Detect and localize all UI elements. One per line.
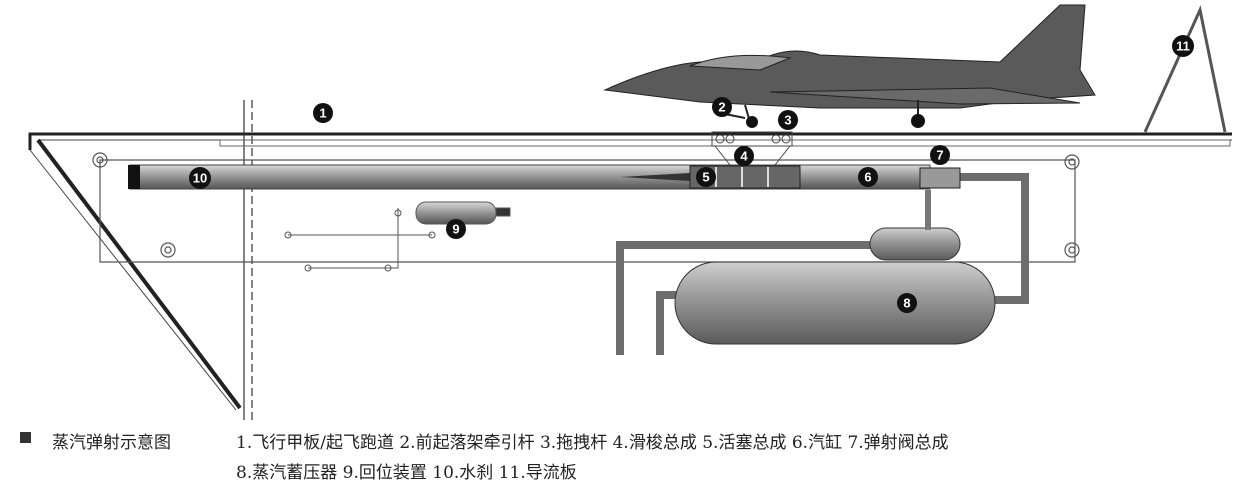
callout-9: 9 <box>446 219 466 239</box>
svg-text:3: 3 <box>784 113 791 128</box>
callout-11: 11 <box>1172 35 1194 57</box>
svg-text:6: 6 <box>864 170 871 185</box>
caption-legend-line2: 8.蒸汽蓄压器 9.回位装置 10.水刹 11.导流板 <box>236 463 577 483</box>
svg-text:1: 1 <box>319 106 326 121</box>
launch-valve <box>919 167 961 189</box>
svg-text:10: 10 <box>193 171 207 186</box>
svg-text:4: 4 <box>740 149 748 164</box>
callout-10: 10 <box>189 167 211 189</box>
callout-4: 4 <box>734 146 754 166</box>
svg-text:8: 8 <box>903 296 910 311</box>
svg-text:7: 7 <box>936 148 943 163</box>
steam-cylinder <box>129 164 931 190</box>
svg-text:11: 11 <box>1176 39 1190 54</box>
caption-legend-line1: 1.飞行甲板/起飞跑道 2.前起落架牵引杆 3.拖拽杆 4.滑梭总成 5.活塞总… <box>236 433 949 453</box>
callout-1: 1 <box>313 103 333 123</box>
steam-accumulator <box>674 261 996 345</box>
callout-3: 3 <box>778 110 798 130</box>
aircraft <box>603 4 1096 128</box>
callout-8: 8 <box>897 293 917 313</box>
caption-title: 蒸汽弹射示意图 <box>52 433 171 453</box>
svg-text:5: 5 <box>702 170 709 185</box>
svg-text:2: 2 <box>718 100 725 115</box>
jet-blast-deflector <box>1143 5 1227 133</box>
callout-5: 5 <box>696 167 716 187</box>
callout-labels: 1 2 3 4 5 6 7 8 9 10 11 <box>189 35 1194 313</box>
piston-assembly <box>689 165 801 189</box>
callout-2: 2 <box>712 97 732 117</box>
small-tank <box>869 227 961 261</box>
callout-6: 6 <box>858 167 878 187</box>
retraction-device <box>284 201 511 272</box>
steam-catapult-diagram: 1 2 3 4 5 6 7 8 9 10 11 <box>28 4 1232 420</box>
callout-7: 7 <box>930 145 950 165</box>
caption-bullet <box>20 432 31 443</box>
shuttle-assembly <box>711 131 793 166</box>
svg-text:9: 9 <box>452 222 459 237</box>
